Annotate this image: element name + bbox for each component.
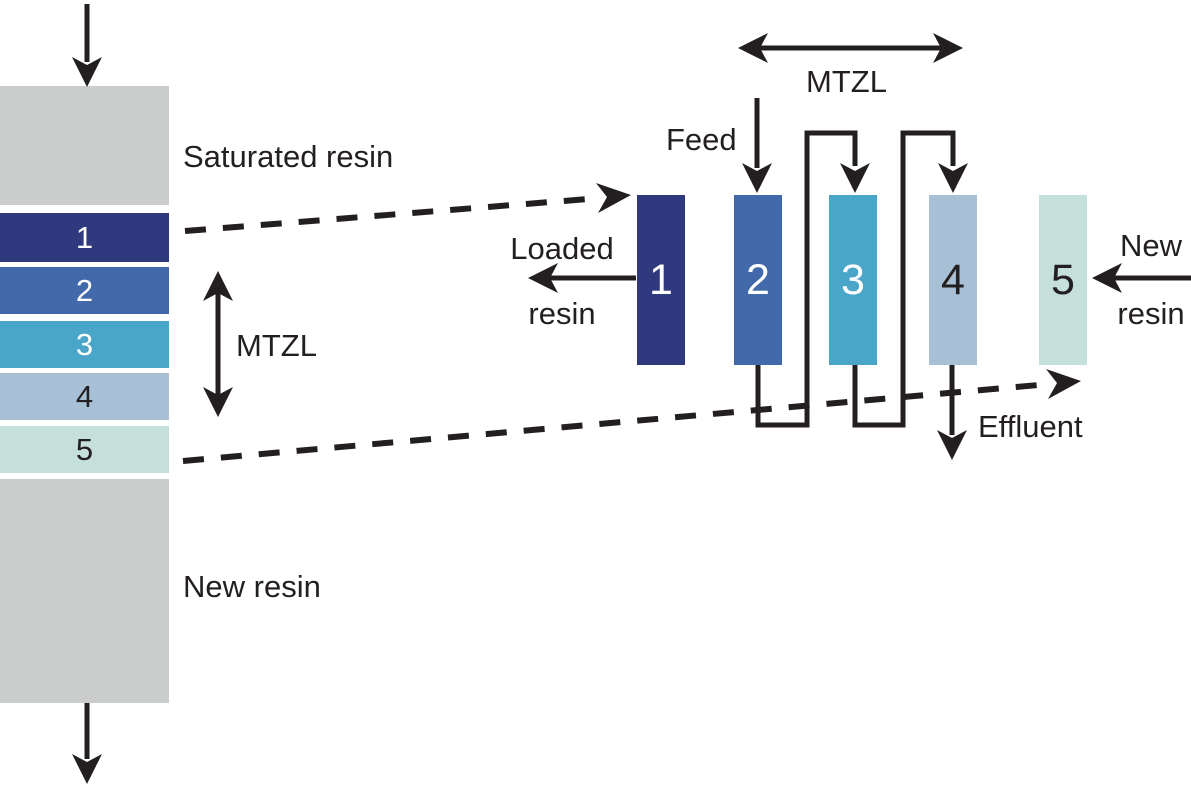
left-mtzl-label: MTZL [236, 328, 317, 363]
column-segment-1: 1 [0, 213, 169, 262]
left-mtzl-arrowhead-down-icon [203, 387, 233, 417]
right-mtzl-label: MTZL [806, 64, 887, 99]
feed-arrowhead-icon [742, 163, 772, 193]
right-mtzl-arrowhead-right-icon [933, 33, 963, 63]
zoom-guide-top-arrowhead-icon [596, 183, 631, 213]
feed-label: Feed [666, 122, 737, 157]
column-segment-3: 3 [0, 321, 169, 368]
saturated-resin-label: Saturated resin [183, 139, 394, 174]
column-inlet-arrowhead-icon [72, 57, 102, 87]
new-resin-label-left: New resin [183, 569, 321, 604]
carousel-column-5-number: 5 [1051, 255, 1075, 304]
segment-3-number: 3 [75, 327, 94, 362]
loaded-resin-label-line1: Loaded [510, 231, 614, 266]
column-segment-5: 5 [0, 426, 169, 473]
carousel-column-3: 3 [829, 195, 877, 365]
carousel-column-1-number: 1 [649, 255, 673, 304]
segment-5-number: 5 [75, 432, 94, 467]
carousel-column-4: 4 [929, 195, 977, 365]
segment-4-number: 4 [75, 379, 94, 414]
new-resin-block [0, 479, 169, 703]
saturated-resin-block [0, 86, 169, 205]
new-resin-arrowhead-icon [1092, 263, 1122, 293]
carousel-column-3-number: 3 [841, 255, 865, 304]
zoom-guide-bottom-dashed-line [182, 381, 1051, 464]
segment-2-number: 2 [75, 273, 94, 308]
loaded-resin-label-line2: resin [528, 296, 596, 331]
right-mtzl-arrowhead-left-icon [738, 33, 768, 63]
effluent-arrowhead-icon [937, 430, 967, 460]
new-resin-label-line1: New [1119, 228, 1182, 263]
carousel-column-5: 5 [1039, 195, 1087, 365]
carousel-column-2-number: 2 [746, 255, 770, 304]
zoom-guide-top-dashed-line [184, 195, 602, 234]
left-mtzl-arrowhead-up-icon [203, 271, 233, 301]
carousel-column-2: 2 [734, 195, 782, 365]
column-segment-2: 2 [0, 267, 169, 314]
segment-1-number: 1 [75, 220, 94, 255]
new-resin-label-line2: resin [1117, 296, 1185, 331]
carousel-column-1: 1 [637, 195, 685, 365]
column-outlet-arrowhead-icon [72, 754, 102, 784]
connector-col3-to-col4-arrowhead-icon [938, 163, 968, 193]
column-segment-4: 4 [0, 373, 169, 420]
connector-col2-to-col3-arrowhead-icon [840, 163, 870, 193]
loaded-resin-arrowhead-icon [528, 263, 558, 293]
carousel-column-4-number: 4 [941, 255, 965, 304]
effluent-label: Effluent [978, 409, 1083, 444]
zoom-guide-bottom-arrowhead-icon [1046, 369, 1081, 399]
